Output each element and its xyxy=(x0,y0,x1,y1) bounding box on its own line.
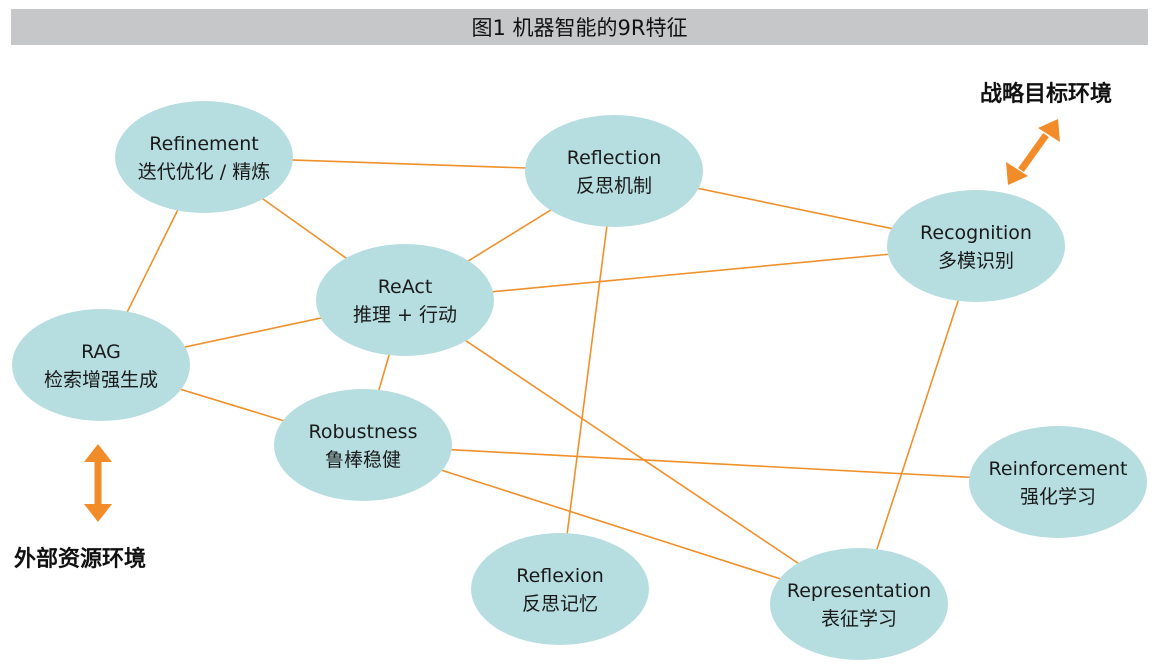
node-ellipse xyxy=(316,244,494,356)
edge-recognition-representation xyxy=(858,245,977,605)
node-label-en: Representation xyxy=(787,580,931,602)
node-label-zh: 强化学习 xyxy=(1020,486,1096,508)
node-ellipse xyxy=(525,115,703,227)
edge-robustness-representation xyxy=(362,444,860,605)
node-rag: RAG 检索增强生成 xyxy=(12,309,190,421)
node-label-zh: 反思机制 xyxy=(576,175,652,197)
figure-title: 图1 机器智能的9R特征 xyxy=(471,16,688,40)
node-label-en: Reflection xyxy=(567,147,662,169)
node-react: ReAct 推理 + 行动 xyxy=(316,244,494,356)
node-refinement: Refinement 迭代优化 / 精炼 xyxy=(115,101,293,213)
node-label-zh: 表征学习 xyxy=(821,608,897,630)
node-recognition: Recognition 多模识别 xyxy=(887,190,1065,302)
nodes: Refinement 迭代优化 / 精炼 Reflection 反思机制 Recogni… xyxy=(12,101,1147,660)
node-ellipse xyxy=(969,426,1147,538)
node-label-en: Recognition xyxy=(920,222,1032,244)
node-ellipse xyxy=(887,190,1065,302)
node-label-zh: 鲁棒稳健 xyxy=(325,449,401,471)
external-environment-label: 外部资源环境 xyxy=(14,547,147,572)
node-label-zh: 反思记忆 xyxy=(522,593,598,615)
node-label-zh: 推理 + 行动 xyxy=(353,304,457,326)
node-ellipse xyxy=(770,548,948,660)
node-label-en: ReAct xyxy=(378,276,433,298)
node-representation: Representation 表征学习 xyxy=(770,548,948,660)
strategic-double-arrow-icon xyxy=(1006,119,1060,185)
edge-reflection-reflexion xyxy=(559,170,615,590)
figure-title-bar: 图1 机器智能的9R特征 xyxy=(11,9,1148,45)
node-ellipse xyxy=(12,309,190,421)
node-reflexion: Reflexion 反思记忆 xyxy=(471,533,649,645)
node-ellipse xyxy=(115,101,293,213)
edge-robustness-reinforcement xyxy=(362,444,1059,483)
node-label-en: RAG xyxy=(81,341,121,363)
node-label-en: Reinforcement xyxy=(989,458,1128,480)
node-reflection: Reflection 反思机制 xyxy=(525,115,703,227)
node-ellipse xyxy=(274,389,452,501)
node-label-en: Reflexion xyxy=(516,565,604,587)
node-robustness: Robustness 鲁棒稳健 xyxy=(274,389,452,501)
edge-react-recognition xyxy=(404,245,977,301)
edge-react-representation xyxy=(404,299,860,605)
node-ellipse xyxy=(471,533,649,645)
external-double-arrow-icon xyxy=(84,444,112,522)
node-label-zh: 迭代优化 / 精炼 xyxy=(138,161,270,183)
strategic-environment-label: 战略目标环境 xyxy=(980,82,1113,107)
arrows xyxy=(84,119,1060,522)
node-reinforcement: Reinforcement 强化学习 xyxy=(969,426,1147,538)
node-label-en: Refinement xyxy=(149,133,258,155)
node-label-en: Robustness xyxy=(309,421,418,443)
node-label-zh: 多模识别 xyxy=(938,250,1014,272)
node-label-zh: 检索增强生成 xyxy=(44,369,158,391)
